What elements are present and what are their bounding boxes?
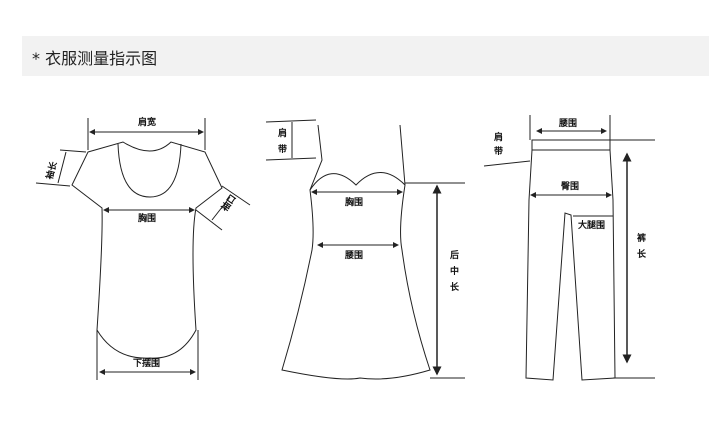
- tshirt-drawing: [35, 118, 251, 380]
- label-dress-waist: 腰围: [344, 250, 363, 261]
- label-sleeve-length: 袖长: [43, 159, 60, 181]
- label-shoulder-width: 肩宽: [137, 116, 156, 128]
- label-rise-1: 肩: [493, 131, 503, 143]
- label-strap-1: 肩: [277, 127, 287, 139]
- label-back-length-1: 后: [450, 249, 459, 261]
- label-back-length-3: 长: [450, 281, 460, 293]
- label-strap-2: 带: [278, 143, 287, 155]
- label-chest: 胸围: [138, 212, 156, 224]
- label-rise-2: 带: [494, 145, 503, 157]
- label-hem: 下摆围: [133, 357, 160, 369]
- label-hip: 臀围: [561, 181, 579, 192]
- pants-drawing: [483, 115, 655, 381]
- label-back-length-2: 中: [450, 265, 459, 277]
- label-length-2: 长: [637, 248, 647, 260]
- page-title: * 衣服测量指示图: [32, 49, 158, 68]
- label-dress-chest: 胸围: [345, 196, 363, 208]
- label-pants-waist: 腰围: [558, 118, 577, 129]
- label-length-1: 裤: [636, 232, 646, 244]
- label-thigh: 大腿围: [578, 219, 605, 231]
- dress-drawing: [265, 119, 465, 380]
- header-bar: * 衣服测量指示图: [22, 36, 709, 76]
